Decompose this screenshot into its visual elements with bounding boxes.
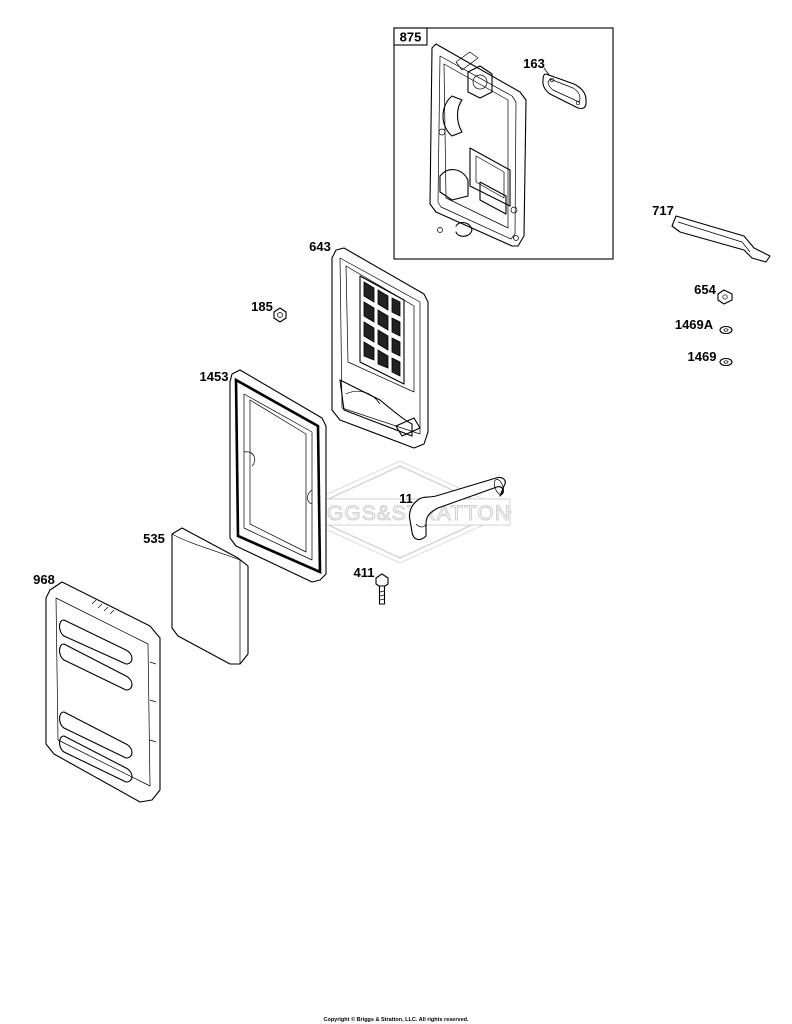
callout-535: 535 [143, 531, 165, 546]
part-875-base [429, 43, 527, 247]
callout-654: 654 [694, 282, 716, 297]
part-11-hose: 11 [399, 476, 506, 541]
part-411-bolt: 411 [354, 565, 389, 605]
part-1453-gasket: 1453 [200, 369, 327, 583]
part-535-filter: 535 [143, 527, 249, 665]
part-968-cover: 968 [33, 572, 161, 803]
part-1469A-washer: 1469A [675, 317, 733, 335]
part-643-housing: 643 [309, 239, 429, 449]
part-717-bracket: 717 [652, 203, 771, 263]
callout-968: 968 [33, 572, 55, 587]
callout-1469A: 1469A [675, 317, 714, 332]
part-654-nut: 654 [694, 282, 733, 305]
callout-875: 875 [400, 30, 422, 45]
callout-163: 163 [523, 56, 545, 71]
part-163-gasket: 163 [523, 56, 587, 110]
part-185-nut: 185 [251, 299, 287, 323]
callout-717: 717 [652, 203, 674, 218]
callout-1469: 1469 [688, 349, 717, 364]
callout-1453: 1453 [200, 369, 229, 384]
assembly-box-875: 875 [393, 27, 614, 260]
callout-185: 185 [251, 299, 273, 314]
callout-11: 11 [399, 491, 413, 506]
part-1469-washer: 1469 [688, 349, 733, 367]
copyright-notice: Copyright © Briggs & Stratton, LLC. All … [323, 1016, 469, 1023]
callout-411: 411 [354, 565, 375, 580]
callout-643: 643 [309, 239, 331, 254]
